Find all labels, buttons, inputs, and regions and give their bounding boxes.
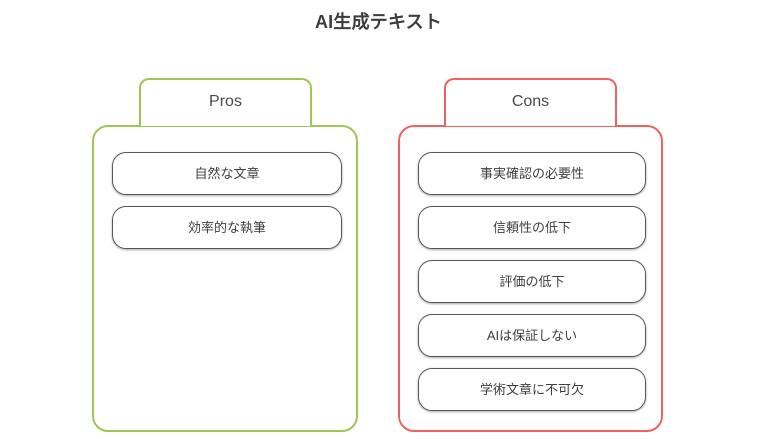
list-item-label: 学術文章に不可欠 (479, 382, 584, 397)
list-item[interactable]: 自然な文章 (112, 152, 342, 195)
list-item-label: AIは保証しない (486, 328, 578, 343)
cons-item-list: 事実確認の必要性 信頼性の低下 評価の低下 AIは保証しない 学術文章に不可欠 (418, 152, 646, 411)
list-item[interactable]: 学術文章に不可欠 (418, 368, 646, 411)
list-item[interactable]: 効率的な執筆 (112, 206, 342, 249)
tab-cons-label: Cons (511, 93, 550, 110)
tab-pros-label: Pros (209, 93, 242, 110)
pros-item-list: 自然な文章 効率的な執筆 (112, 152, 342, 249)
list-item-label: 自然な文章 (194, 166, 260, 181)
list-item-label: 評価の低下 (499, 274, 565, 289)
list-item-label: 信頼性の低下 (492, 220, 571, 235)
tab-pros[interactable]: Pros (139, 78, 312, 126)
list-item[interactable]: AIは保証しない (418, 314, 646, 357)
tab-cons[interactable]: Cons (444, 78, 617, 126)
list-item-label: 効率的な執筆 (187, 220, 266, 235)
page-title: AI生成テキスト (314, 12, 443, 32)
list-item-label: 事実確認の必要性 (479, 166, 584, 181)
list-item[interactable]: 事実確認の必要性 (418, 152, 646, 195)
list-item[interactable]: 評価の低下 (418, 260, 646, 303)
list-item[interactable]: 信頼性の低下 (418, 206, 646, 249)
